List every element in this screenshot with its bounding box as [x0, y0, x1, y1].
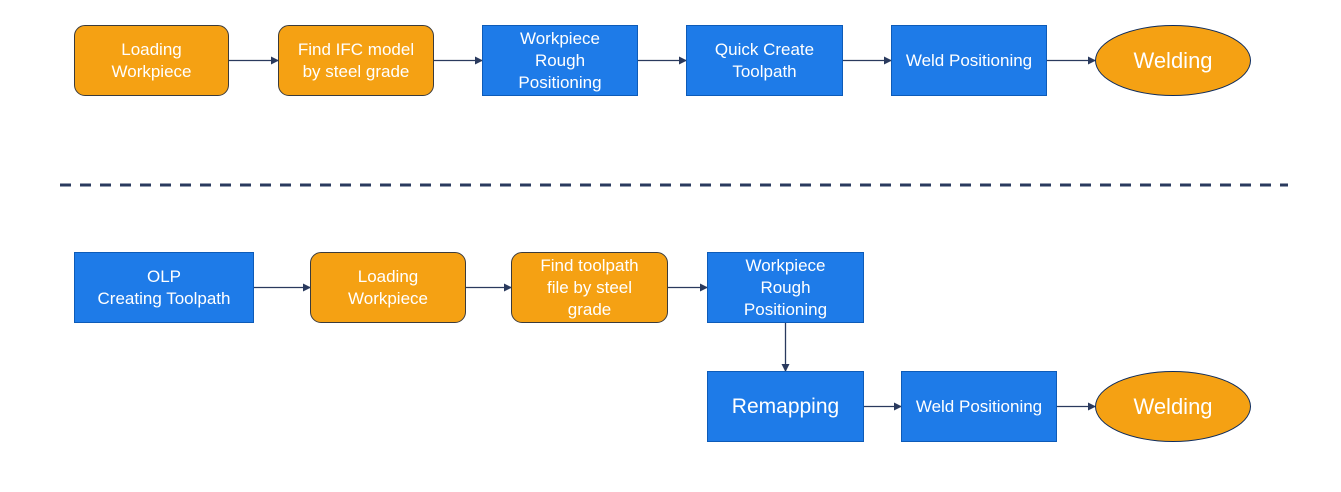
weld-positioning-box: Weld Positioning — [901, 371, 1057, 442]
remapping-box: Remapping — [707, 371, 864, 442]
olp-creating-toolpath-box: OLP Creating Toolpath — [74, 252, 254, 323]
welding-ellipse: Welding — [1095, 371, 1251, 442]
welding-ellipse: Welding — [1095, 25, 1251, 96]
find-toolpath-file-box: Find toolpath file by steel grade — [511, 252, 668, 323]
workpiece-rough-positioning-box: Workpiece Rough Positioning — [482, 25, 638, 96]
find-ifc-model-box: Find IFC model by steel grade — [278, 25, 434, 96]
loading-workpiece-box: Loading Workpiece — [310, 252, 466, 323]
quick-create-toolpath-box: Quick Create Toolpath — [686, 25, 843, 96]
loading-workpiece-box: Loading Workpiece — [74, 25, 229, 96]
workpiece-rough-positioning-box: Workpiece Rough Positioning — [707, 252, 864, 323]
weld-positioning-box: Weld Positioning — [891, 25, 1047, 96]
